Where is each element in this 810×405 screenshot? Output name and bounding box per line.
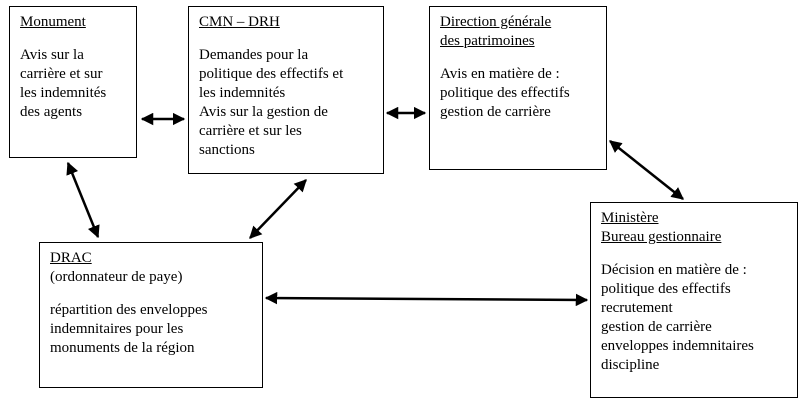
direction-box: Direction générale des patrimoines Avis … <box>429 6 607 170</box>
ministere-title: Bureau gestionnaire <box>601 229 722 245</box>
ministere-line: Décision en matière de : <box>601 262 747 278</box>
direction-title: Direction générale <box>440 14 552 30</box>
direction-title: des patrimoines <box>440 33 535 49</box>
drac-title: DRAC <box>50 250 92 266</box>
drac-line: répartition des enveloppes <box>50 302 208 318</box>
drac-box: DRAC (ordonnateur de paye) répartition d… <box>39 242 263 388</box>
cmn-drh-box: CMN – DRH Demandes pour la politique des… <box>188 6 384 174</box>
ministere-title: Ministère <box>601 210 659 226</box>
ministere-line: enveloppes indemnitaires <box>601 338 754 354</box>
drac-line: indemnitaires pour les <box>50 321 184 337</box>
ministere-line: recrutement <box>601 300 673 316</box>
cmn-drh-line: les indemnités <box>199 85 286 101</box>
monument-box: Monument Avis sur la carrière et sur les… <box>9 6 137 158</box>
cmn-drh-line: carrière et sur les <box>199 123 302 139</box>
arrow-monument-drac <box>66 161 100 239</box>
cmn-drh-line: sanctions <box>199 142 255 158</box>
ministere-line: politique des effectifs <box>601 281 731 297</box>
ministere-box: Ministère Bureau gestionnaire Décision e… <box>590 202 798 398</box>
monument-line: Avis sur la <box>20 47 84 63</box>
drac-subtitle: (ordonnateur de paye) <box>50 269 183 285</box>
direction-line: gestion de carrière <box>440 104 551 120</box>
monument-line: les indemnités <box>20 85 107 101</box>
arrow-direction-ministere <box>609 140 684 200</box>
ministere-line: discipline <box>601 357 660 373</box>
arrow-cmn-drac <box>249 179 307 239</box>
monument-line: des agents <box>20 104 83 120</box>
cmn-drh-line: Demandes pour la <box>199 47 309 63</box>
ministere-line: gestion de carrière <box>601 319 712 335</box>
direction-line: Avis en matière de : <box>440 66 560 82</box>
cmn-drh-line: politique des effectifs et <box>199 66 344 82</box>
monument-title: Monument <box>20 14 86 30</box>
arrow-drac-ministere <box>264 291 589 307</box>
cmn-drh-line: Avis sur la gestion de <box>199 104 328 120</box>
direction-line: politique des effectifs <box>440 85 570 101</box>
cmn-drh-title: CMN – DRH <box>199 14 280 30</box>
monument-line: carrière et sur <box>20 66 103 82</box>
drac-line: monuments de la région <box>50 340 195 356</box>
